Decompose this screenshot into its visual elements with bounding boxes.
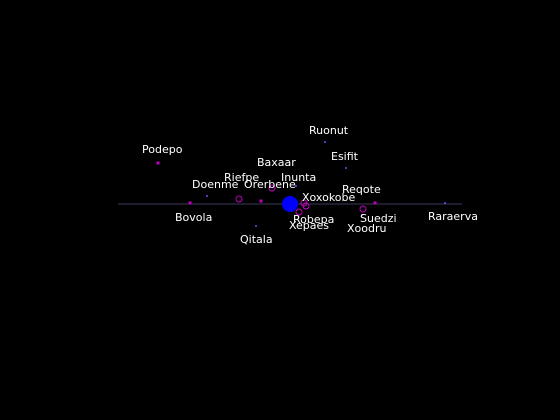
robepa-label[interactable]: Robepa xyxy=(293,213,334,226)
xoxokobe-label[interactable]: Xoxokobe xyxy=(302,191,356,204)
orerbene-planet-icon[interactable] xyxy=(259,199,263,203)
ruonut-moon-icon[interactable] xyxy=(324,141,326,143)
baxaar-ring-icon[interactable] xyxy=(268,184,276,192)
xoodru-label[interactable]: Xoodru xyxy=(347,222,386,235)
xoodru-moon-icon[interactable] xyxy=(361,214,363,216)
inunta-moon-icon[interactable] xyxy=(295,185,297,187)
baxaar-label[interactable]: Baxaar xyxy=(257,156,296,169)
ruonut-label[interactable]: Ruonut xyxy=(309,124,349,137)
bovola-label[interactable]: Bovola xyxy=(175,211,212,224)
podepo-planet-icon[interactable] xyxy=(156,161,160,165)
podepo-label[interactable]: Podepo xyxy=(142,143,183,156)
qitala-moon-icon[interactable] xyxy=(255,225,257,227)
suedzi-ring-icon[interactable] xyxy=(359,205,367,213)
esifit-moon-icon[interactable] xyxy=(345,167,347,169)
bodies-layer xyxy=(156,141,446,227)
riefpe-ring-icon[interactable] xyxy=(235,195,243,203)
bovola-planet-icon[interactable] xyxy=(188,201,192,205)
reqote-planet-icon[interactable] xyxy=(373,201,377,205)
xepaes-label[interactable]: Xepaes xyxy=(289,219,329,232)
robepa-ring-icon[interactable] xyxy=(302,202,310,210)
suedzi-label[interactable]: Suedzi xyxy=(360,212,397,225)
qitala-label[interactable]: Qitala xyxy=(240,233,273,246)
orerbene-label[interactable]: Orerbene xyxy=(244,178,296,191)
star-icon[interactable] xyxy=(282,196,298,212)
doenme-moon-icon[interactable] xyxy=(206,195,208,197)
inunta-label[interactable]: Inunta xyxy=(281,171,316,184)
raraerva-label[interactable]: Raraerva xyxy=(428,210,478,223)
reqote-label[interactable]: Reqote xyxy=(342,183,381,196)
raraerva-moon-icon[interactable] xyxy=(444,202,446,204)
esifit-label[interactable]: Esifit xyxy=(331,150,359,163)
doenme-label[interactable]: Doenme xyxy=(192,178,239,191)
riefpe-label[interactable]: Riefpe xyxy=(224,171,259,184)
xepaes-ring-icon[interactable] xyxy=(295,208,303,216)
